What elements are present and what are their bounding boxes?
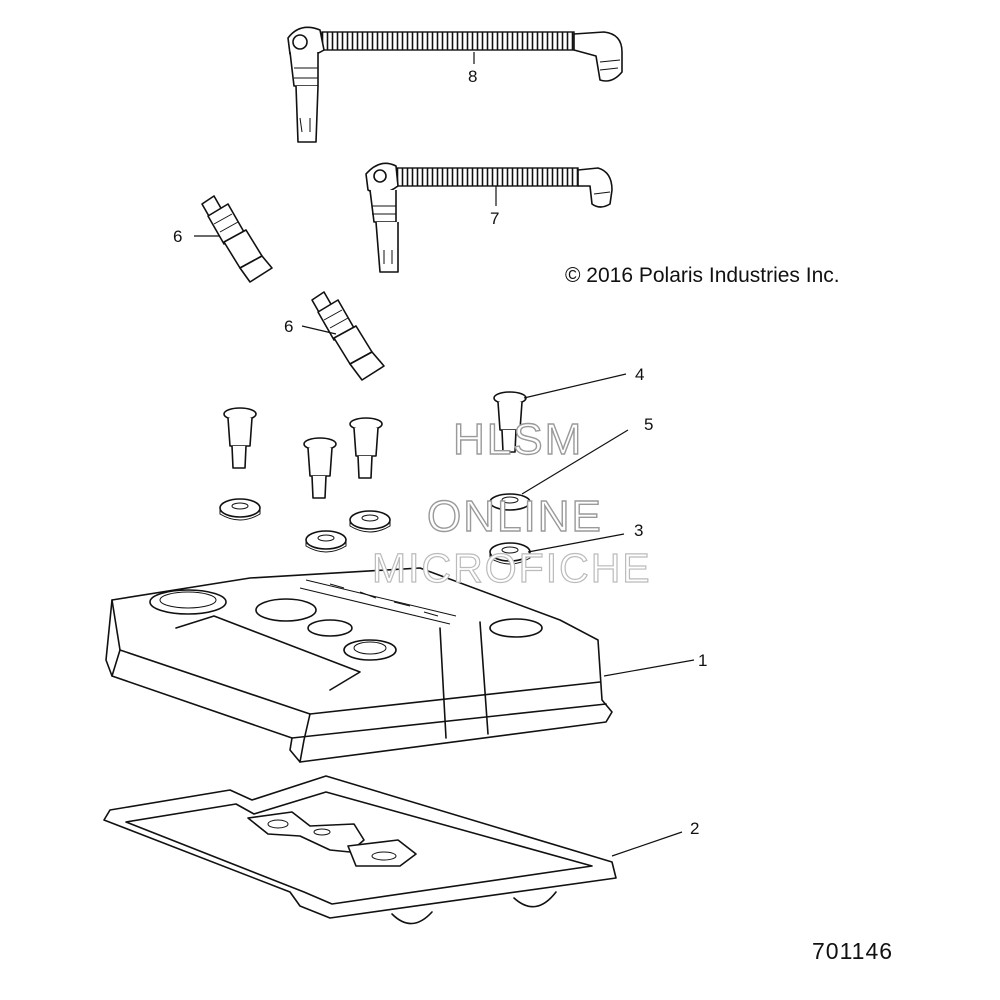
spark-plug-wire-8 [287, 26, 623, 143]
leader-2 [611, 831, 683, 857]
spark-plug-6-upper [201, 195, 273, 283]
bolt-4-c [303, 437, 337, 499]
leader-1 [603, 659, 695, 677]
grommet-c [305, 530, 347, 553]
callout-5: 5 [644, 415, 653, 434]
copyright-notice: © 2016 Polaris Industries Inc. [565, 264, 840, 287]
callout-4: 4 [635, 365, 644, 384]
leader-4 [523, 373, 627, 399]
grommet-a [219, 498, 261, 521]
callout-3: 3 [634, 521, 643, 540]
watermark-line-1: HLSM [452, 414, 584, 464]
callout-7: 7 [490, 209, 499, 228]
callout-labels: 8 7 6 6 4 5 3 1 2 [173, 67, 707, 838]
watermark-line-2: ONLINE [426, 491, 603, 541]
callout-8: 8 [468, 67, 477, 86]
valve-cover-1 [105, 567, 613, 763]
gasket-2 [103, 775, 617, 925]
bolt-4 [493, 391, 527, 453]
leader-5 [521, 429, 629, 495]
spark-plug-wire-7 [365, 162, 613, 273]
leader-6b [301, 325, 337, 335]
grommet-b [349, 510, 391, 533]
bolt-4-b [349, 417, 383, 479]
leader-3 [527, 533, 625, 553]
leader-lines [194, 52, 695, 857]
callout-2: 2 [690, 819, 699, 838]
grommet-3 [489, 542, 531, 565]
watermark-line-3: MICROFICHE [371, 544, 652, 591]
callout-6-lower: 6 [284, 317, 293, 336]
spark-plug-6-lower [311, 291, 385, 381]
callout-6-upper: 6 [173, 227, 182, 246]
figure-number: 701146 [812, 938, 894, 964]
callout-1: 1 [698, 651, 707, 670]
washer-5 [489, 493, 531, 511]
bolt-4-a [223, 407, 257, 469]
